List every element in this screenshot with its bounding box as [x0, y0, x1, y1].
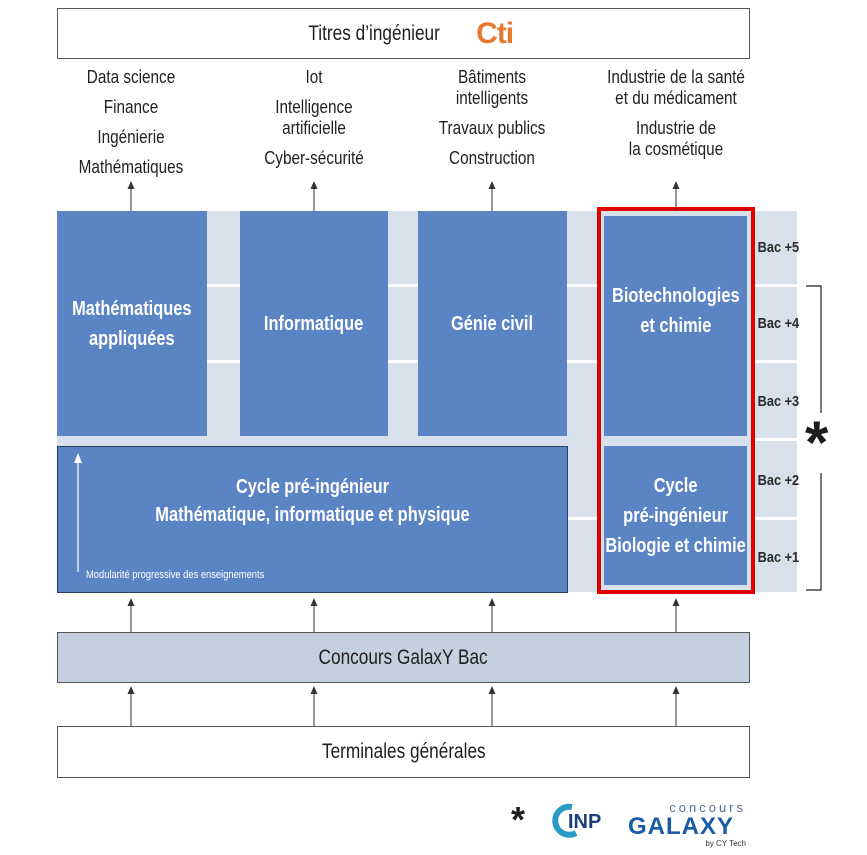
- specialty-informatique: Informatique: [240, 211, 388, 436]
- flow-arrowhead: [488, 181, 496, 189]
- cycle-main-title: Cycle pré-ingénieur: [235, 476, 390, 498]
- outcome-item: artificielle: [282, 118, 346, 138]
- level-bac-4: Bac +4: [757, 315, 800, 332]
- flow-arrowhead: [127, 598, 135, 606]
- flow-arrowhead: [672, 598, 680, 606]
- cti-logo: Cti: [476, 16, 514, 50]
- flow-arrowhead: [127, 181, 135, 189]
- header-title: Titres d’ingénieur: [308, 21, 440, 45]
- concours-bar: Concours GalaxY Bac: [57, 632, 750, 683]
- level-bac-2: Bac +2: [757, 472, 800, 489]
- outcome-item: Industrie de la santé: [607, 67, 745, 87]
- cycle-main-subtitle: Mathématique, informatique et physique: [155, 504, 470, 526]
- level-bac-3: Bac +3: [757, 393, 800, 410]
- outcome-item: Iot: [305, 67, 323, 87]
- outcome-item: la cosmétique: [628, 139, 724, 159]
- flow-arrowhead: [127, 686, 135, 694]
- outcome-item: Mathématiques: [78, 157, 184, 177]
- flow-arrowhead: [310, 598, 318, 606]
- outcome-item: Bâtiments: [457, 67, 527, 87]
- flow-arrowhead: [310, 686, 318, 694]
- progress-arrow-icon: [74, 453, 82, 572]
- flow-arrowhead: [672, 181, 680, 189]
- cycle-main-note: Modularité progressive des enseignements: [86, 569, 265, 581]
- cycle-pre-ingenieur-main: Cycle pré-ingénieur Mathématique, inform…: [57, 446, 568, 593]
- inp-logo: INP: [552, 803, 610, 847]
- level-bac-5: Bac +5: [757, 239, 800, 256]
- outcome-item: Intelligence: [275, 97, 353, 117]
- outcome-item: Finance: [103, 97, 159, 117]
- outcome-item: Cyber-sécurité: [264, 148, 364, 168]
- outcome-item: Travaux publics: [438, 118, 546, 138]
- outcome-item: Data science: [86, 67, 176, 87]
- galaxy-logo: concours GALAXY by CY Tech: [628, 800, 746, 848]
- level-bac-1: Bac +1: [757, 549, 800, 566]
- outcome-item: Industrie de: [636, 118, 716, 138]
- outcome-item: et du médicament: [615, 88, 737, 108]
- flow-arrowhead: [310, 181, 318, 189]
- footer-asterisk: *: [511, 799, 526, 840]
- flow-arrowhead: [488, 598, 496, 606]
- outcome-item: Ingénierie: [97, 127, 165, 147]
- flow-arrowhead: [672, 686, 680, 694]
- flow-arrowhead: [488, 686, 496, 694]
- outcome-item: intelligents: [455, 88, 529, 108]
- outcome-item: Construction: [449, 148, 535, 168]
- terminales-box: Terminales générales: [57, 726, 750, 778]
- concours-label: Concours GalaxY Bac: [318, 645, 489, 669]
- terminales-label: Terminales générales: [321, 740, 486, 763]
- header-box: Titres d’ingénieur Cti: [57, 8, 750, 59]
- asterisk-marker: *: [805, 409, 829, 476]
- specialty-genie-civil: Génie civil: [418, 211, 567, 436]
